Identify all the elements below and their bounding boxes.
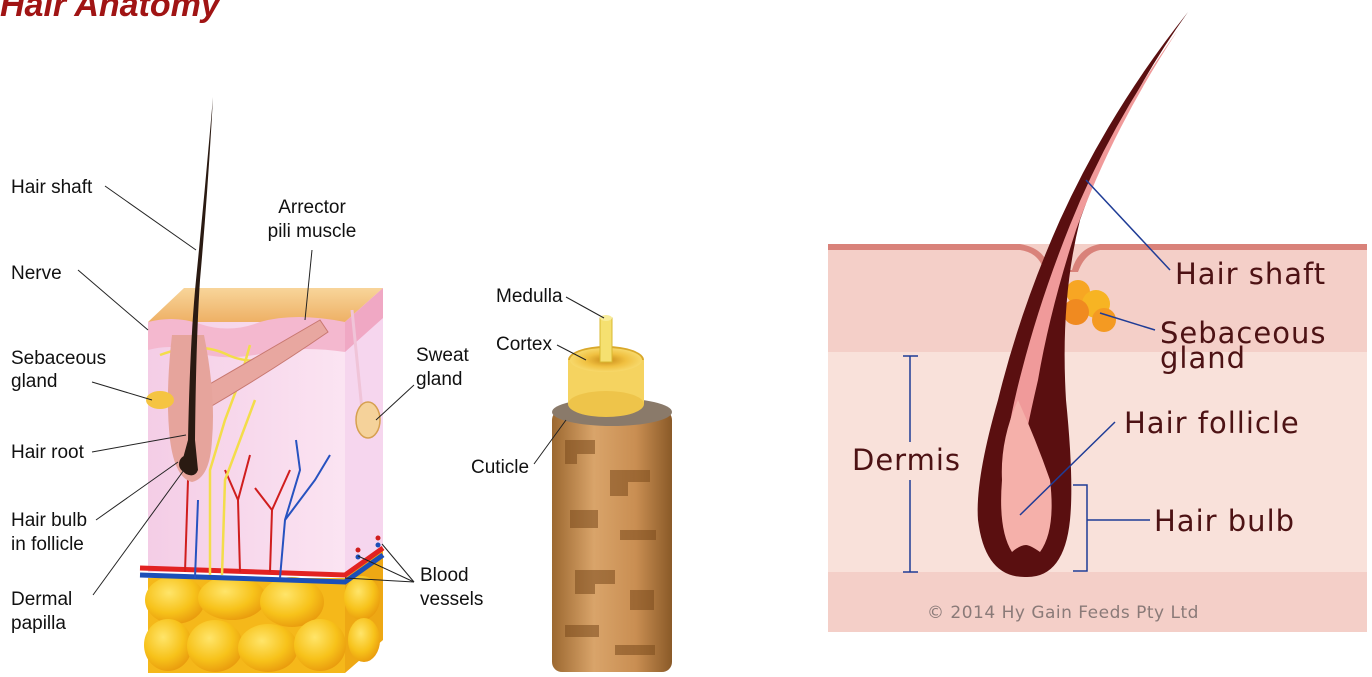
label-arrector-line1: Arrector: [262, 196, 362, 219]
label-sweat-line1: Sweat: [416, 344, 469, 367]
hair-bulb-shape: [179, 455, 197, 473]
copyright-text: © 2014 Hy Gain Feeds Pty Ltd: [927, 603, 1199, 623]
label-right-hair-shaft: Hair shaft: [1175, 259, 1326, 289]
label-blood-line2: vessels: [420, 588, 483, 611]
label-medulla: Medulla: [496, 285, 563, 308]
hair-strand-diagram: [552, 315, 672, 672]
label-dermal-papilla-line2: papilla: [11, 612, 66, 635]
label-cortex: Cortex: [496, 333, 552, 356]
label-right-dermis: Dermis: [852, 445, 961, 475]
label-right-sebaceous-line2: gland: [1160, 343, 1246, 373]
sebaceous-gland-shape: [146, 391, 174, 409]
label-dermal-papilla-line1: Dermal: [11, 588, 72, 611]
label-right-hair-bulb: Hair bulb: [1154, 506, 1295, 536]
label-hair-root: Hair root: [11, 441, 84, 464]
label-nerve: Nerve: [11, 262, 62, 285]
label-sebaceous-gland-line2: gland: [11, 370, 58, 393]
label-sweat-line2: gland: [416, 368, 463, 391]
label-arrector-line2: pili muscle: [262, 220, 362, 243]
subcutis-band: [828, 572, 1367, 632]
skin-block: [140, 97, 383, 673]
epidermis-top: [148, 288, 383, 322]
label-sebaceous-gland-line1: Sebaceous: [11, 347, 106, 370]
label-hair-bulb-line1: Hair bulb: [11, 509, 87, 532]
label-hair-bulb-line2: in follicle: [11, 533, 84, 556]
label-blood-line1: Blood: [420, 564, 469, 587]
label-cuticle: Cuticle: [471, 456, 529, 479]
label-hair-shaft: Hair shaft: [11, 176, 92, 199]
medulla-shape: [600, 318, 612, 362]
label-right-hair-follicle: Hair follicle: [1124, 408, 1300, 438]
